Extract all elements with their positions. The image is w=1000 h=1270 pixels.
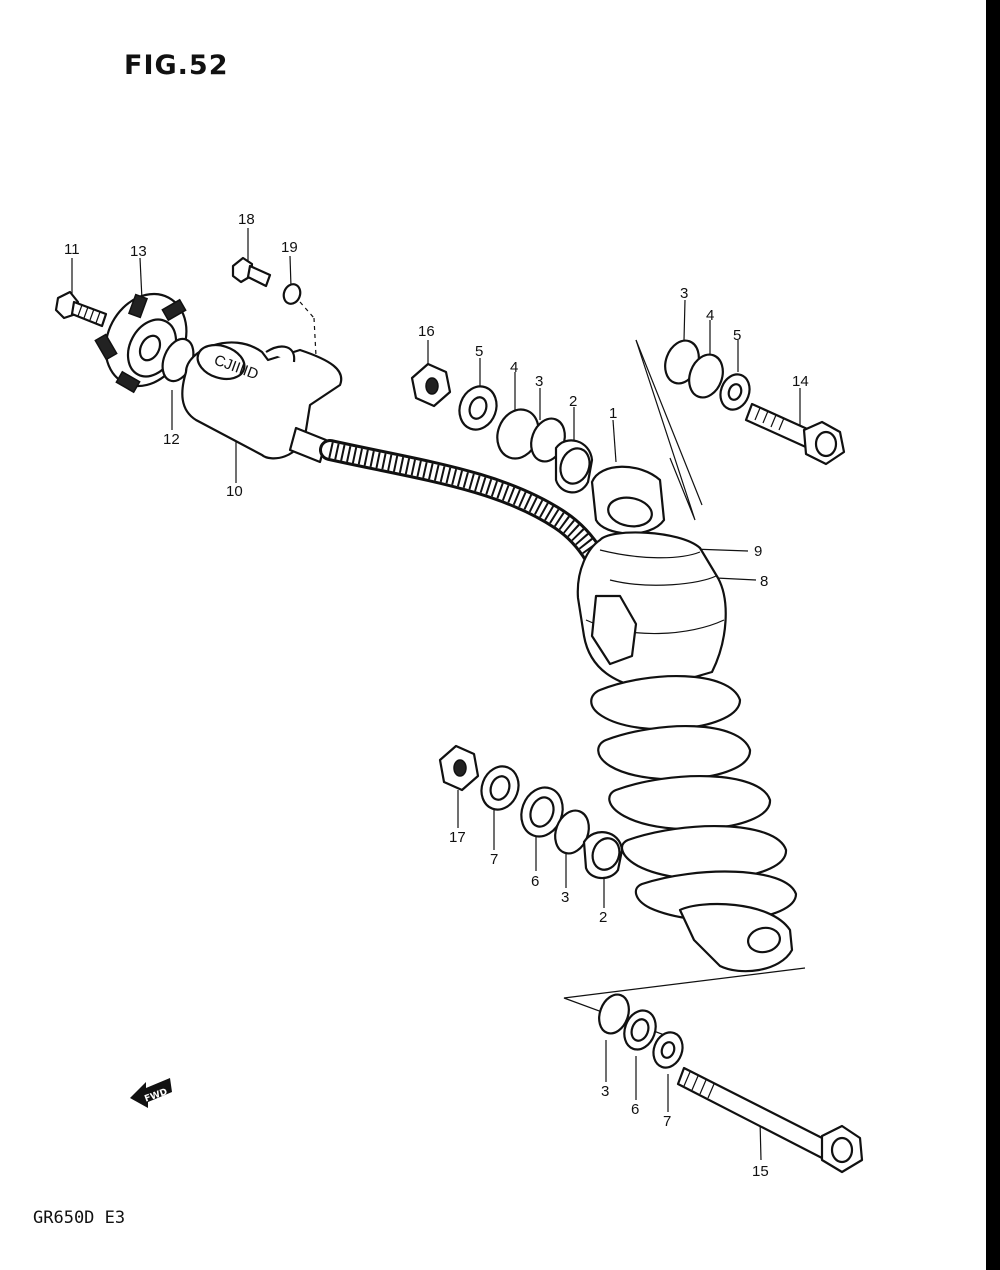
callout-label: 11 (64, 241, 80, 258)
callout-label: 17 (449, 829, 466, 846)
leader-lines (71, 228, 801, 1161)
washer-19 (282, 283, 302, 305)
callout-label: 4 (510, 359, 518, 376)
callout-label: 5 (733, 327, 741, 344)
callout-label: 13 (130, 243, 147, 260)
lower-hardware-right (598, 993, 864, 1174)
callout-label: 16 (418, 323, 435, 340)
scan-edge-bar (986, 0, 1000, 1270)
fwd-arrow-icon: FWD (130, 1078, 172, 1108)
callout-label: 6 (531, 873, 539, 890)
callout-label: 12 (163, 431, 180, 448)
callout-label: 14 (792, 373, 809, 390)
callout-label: 3 (561, 889, 569, 906)
callout-label: 15 (752, 1163, 769, 1180)
callout-label: 1 (609, 405, 617, 422)
model-code: GR650D E3 (33, 1208, 126, 1228)
callout-label: 19 (281, 239, 298, 256)
callout-label: 2 (599, 909, 607, 926)
top-hardware-left (410, 362, 594, 494)
figure-title: FIG.52 (124, 50, 229, 81)
callout-label: 8 (760, 573, 768, 590)
callout-label: 7 (490, 851, 498, 868)
callout-label: 10 (226, 483, 243, 500)
callout-label: 3 (601, 1083, 609, 1100)
callout-label: 3 (680, 285, 688, 302)
callout-labels: 11 13 18 19 12 10 16 5 4 3 2 1 3 4 5 14 … (64, 211, 809, 1180)
callout-label: 3 (535, 373, 543, 390)
bolt-11 (54, 290, 108, 328)
top-hardware-right (664, 339, 846, 466)
bolt-14 (744, 402, 816, 450)
callout-label: 18 (238, 211, 255, 228)
bolt-18 (231, 256, 272, 288)
bolt-15 (676, 1066, 832, 1160)
callout-label: 7 (663, 1113, 671, 1130)
callout-label: 9 (754, 543, 762, 560)
shock-absorber-1 (576, 465, 798, 973)
callout-label: 4 (706, 307, 714, 324)
callout-label: 5 (475, 343, 483, 360)
callout-label: 2 (569, 393, 577, 410)
callout-label: 6 (631, 1101, 639, 1118)
lower-hardware-left (438, 744, 624, 880)
